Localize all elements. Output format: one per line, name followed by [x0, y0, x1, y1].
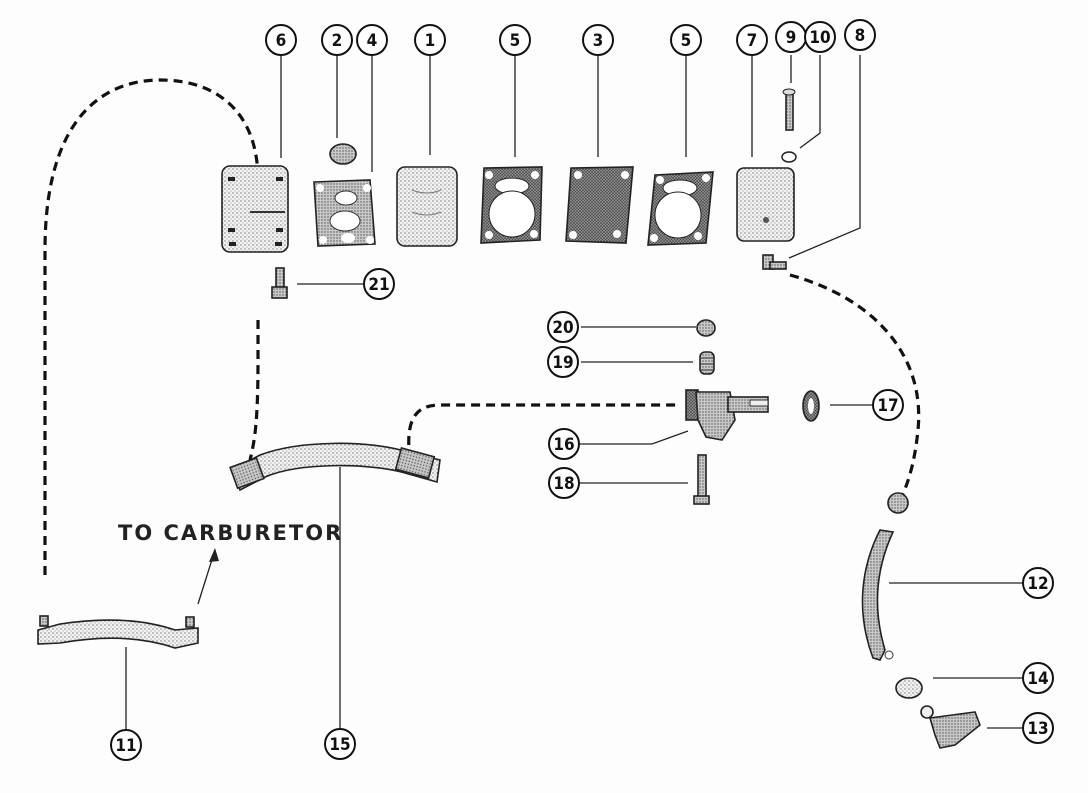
- callout-16: 16: [548, 428, 580, 460]
- part-8-elbow-fitting: [762, 254, 787, 270]
- callout-number: 1: [425, 31, 436, 51]
- callout-12: 12: [1022, 567, 1054, 599]
- callout-number: 18: [553, 474, 574, 494]
- callout-circle: [1022, 662, 1054, 694]
- callout-circle: [548, 467, 580, 499]
- part-7-cover: [736, 167, 795, 242]
- part-clamp-upper: [887, 492, 909, 514]
- part-3-diaphragm: [565, 166, 634, 244]
- callout-circle: [1022, 567, 1054, 599]
- callout-circle: [110, 729, 142, 761]
- callout-circle: [804, 21, 836, 53]
- callout-circle: [844, 19, 876, 51]
- callout-circle: [1022, 712, 1054, 744]
- leader-lines: [125, 55, 1023, 732]
- callout-6: 6: [265, 24, 297, 56]
- part-21-screw: [271, 267, 288, 299]
- callout-circle: [363, 268, 395, 300]
- part-5-gasket-left: [480, 166, 543, 244]
- part-15-fuel-line: [229, 442, 441, 492]
- part-10-washer: [781, 151, 797, 163]
- part-16-fitting: [685, 389, 769, 441]
- callout-9: 9: [775, 21, 807, 53]
- callout-number: 11: [115, 736, 136, 756]
- callout-20: 20: [547, 311, 579, 343]
- callout-15: 15: [324, 728, 356, 760]
- part-5-gasket-right: [647, 171, 714, 246]
- callout-17: 17: [872, 389, 904, 421]
- callout-number: 19: [552, 353, 573, 373]
- callout-number: 12: [1027, 574, 1048, 594]
- callout-circle: [547, 346, 579, 378]
- callout-number: 13: [1027, 719, 1048, 739]
- callout-2: 2: [321, 24, 353, 56]
- callout-number: 6: [276, 31, 287, 51]
- callout-circle: [670, 24, 702, 56]
- callout-circle: [324, 728, 356, 760]
- callout-number: 7: [747, 31, 758, 51]
- callout-number: 17: [877, 396, 898, 416]
- callout-10: 10: [804, 21, 836, 53]
- part-2-nut: [329, 143, 357, 165]
- callout-number: 10: [809, 28, 830, 48]
- part-1-plate: [396, 166, 458, 247]
- callout-21: 21: [363, 268, 395, 300]
- part-6-pump-body: [221, 165, 289, 253]
- callout-circle: [548, 428, 580, 460]
- callout-circle: [872, 389, 904, 421]
- callout-5a: 5: [499, 24, 531, 56]
- part-4-gasket: [313, 179, 376, 247]
- callout-number: 4: [367, 31, 378, 51]
- callout-number: 21: [368, 275, 389, 295]
- dashed-fuel-route-center: [248, 320, 260, 461]
- callout-circle: [265, 24, 297, 56]
- callout-19: 19: [547, 346, 579, 378]
- to-carburetor-label: TO CARBURETOR: [118, 521, 343, 545]
- dashed-fuel-route-right: [789, 273, 921, 501]
- callout-14: 14: [1022, 662, 1054, 694]
- callout-5b: 5: [670, 24, 702, 56]
- part-12-hose: [861, 529, 895, 661]
- callout-18: 18: [548, 467, 580, 499]
- callout-number: 2: [332, 31, 343, 51]
- callout-number: 9: [786, 28, 797, 48]
- part-11-fuel-line: [37, 615, 199, 649]
- callout-number: 15: [329, 735, 350, 755]
- callout-7: 7: [736, 24, 768, 56]
- callout-number: 5: [681, 31, 692, 51]
- callout-number: 16: [553, 435, 574, 455]
- callout-circle: [499, 24, 531, 56]
- callout-number: 5: [510, 31, 521, 51]
- callout-number: 14: [1027, 669, 1048, 689]
- part-9-screw: [782, 88, 796, 131]
- dashed-fuel-route-mid: [407, 403, 680, 461]
- callout-circle: [547, 311, 579, 343]
- callout-number: 8: [855, 26, 866, 46]
- callout-4: 4: [356, 24, 388, 56]
- callout-8: 8: [844, 19, 876, 51]
- dashed-fuel-route-top: [43, 78, 260, 575]
- callout-circle: [321, 24, 353, 56]
- callout-number: 20: [552, 318, 573, 338]
- part-19-spring: [699, 351, 715, 375]
- part-18-bolt: [693, 454, 710, 505]
- callout-circle: [582, 24, 614, 56]
- callout-3: 3: [582, 24, 614, 56]
- part-14-clamp: [895, 677, 923, 699]
- callout-1: 1: [414, 24, 446, 56]
- part-13-connector: [920, 705, 981, 749]
- callout-13: 13: [1022, 712, 1054, 744]
- callout-circle: [736, 24, 768, 56]
- callout-circle: [356, 24, 388, 56]
- part-20-nut: [696, 319, 716, 337]
- callout-circle: [414, 24, 446, 56]
- part-17-grommet: [802, 390, 820, 422]
- callout-11: 11: [110, 729, 142, 761]
- callout-number: 3: [593, 31, 604, 51]
